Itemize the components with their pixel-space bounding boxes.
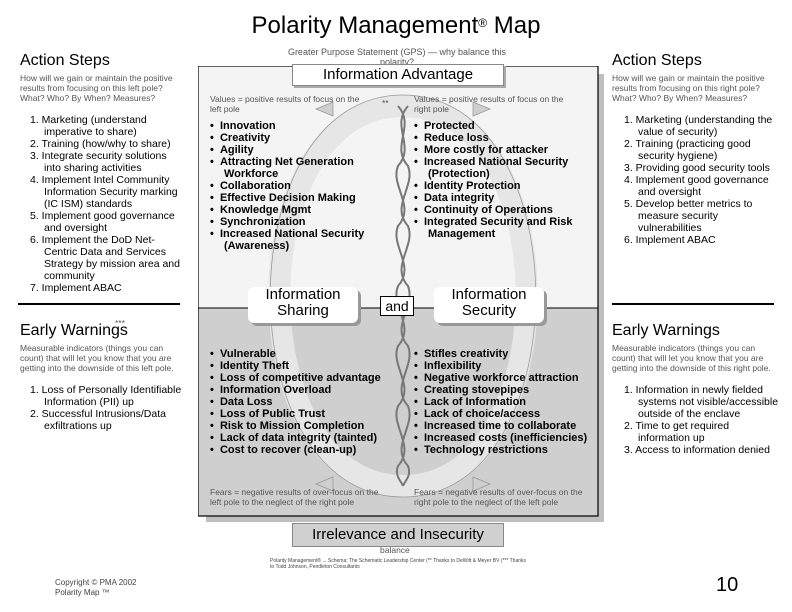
lower-right-fear: • Inflexibility bbox=[414, 360, 604, 372]
page-number: 10 bbox=[716, 574, 738, 597]
lower-right-fear: • Stifles creativity bbox=[414, 348, 604, 360]
right-warn-item: 3. Access to information denied bbox=[612, 444, 780, 456]
lower-left-fear: • Data Loss bbox=[210, 396, 390, 408]
right-warn-list: 1. Information in newly fielded systems … bbox=[612, 384, 780, 456]
lower-right-fear: • Negative workforce attraction bbox=[414, 372, 604, 384]
left-action-question: How will we gain or maintain the positiv… bbox=[20, 73, 185, 103]
title-suffix: Map bbox=[494, 12, 541, 39]
right-action-question: How will we gain or maintain the positiv… bbox=[612, 73, 777, 103]
upper-left-value: • Attracting Net Generation Workforce bbox=[210, 156, 390, 180]
pole-left-label: Information Sharing bbox=[265, 286, 340, 319]
upper-right-value: • Integrated Security and Risk Managemen… bbox=[414, 216, 604, 240]
left-action-mark: *** bbox=[115, 318, 125, 328]
left-action-item: 1. Marketing (understand imperative to s… bbox=[18, 114, 186, 138]
upper-left-heading: Values = positive results of focus on th… bbox=[210, 94, 370, 114]
lower-left-fear: • Loss of competitive advantage bbox=[210, 372, 390, 384]
left-action-item: 2. Training (how/why to share) bbox=[18, 138, 186, 150]
page-title: Polarity Management® Map bbox=[0, 12, 792, 40]
pole-and-label: and bbox=[380, 296, 414, 316]
lower-right-fear: • Lack of Information bbox=[414, 396, 604, 408]
lower-left-fear: • Loss of Public Trust bbox=[210, 408, 390, 420]
left-action-heading: Action Steps bbox=[20, 52, 110, 70]
right-action-item: 5. Develop better metrics to measure sec… bbox=[612, 198, 780, 234]
upper-right-values: • Protected• Reduce loss• More costly fo… bbox=[414, 120, 604, 240]
left-warn-item: 2. Successful Intrusions/Data exfiltrati… bbox=[18, 408, 186, 432]
left-warn-question: Measurable indicators (things you can co… bbox=[20, 343, 185, 373]
lower-left-fears: • Vulnerable• Identity Theft• Loss of co… bbox=[210, 348, 390, 456]
upper-right-value: • Data integrity bbox=[414, 192, 604, 204]
lower-right-fear: • Creating stovepipes bbox=[414, 384, 604, 396]
pole-left-box: Information Sharing bbox=[248, 287, 358, 323]
upper-right-value: • Protected bbox=[414, 120, 604, 132]
lower-right-fear: • Increased costs (inefficiencies) bbox=[414, 432, 604, 444]
lower-left-fear: • Lack of data integrity (tainted) bbox=[210, 432, 390, 444]
left-action-item: 3. Integrate security solutions into sha… bbox=[18, 150, 186, 174]
lower-left-fear: • Cost to recover (clean-up) bbox=[210, 444, 390, 456]
copyright: Copyright © PMA 2002 bbox=[55, 578, 137, 587]
upper-left-value: • Effective Decision Making bbox=[210, 192, 390, 204]
lower-left-fear: • Identity Theft bbox=[210, 360, 390, 372]
pole-right-box: Information Security bbox=[434, 287, 544, 323]
left-warn-list: 1. Loss of Personally Identifiable Infor… bbox=[18, 384, 186, 432]
upper-right-value: • More costly for attacker bbox=[414, 144, 604, 156]
upper-left-value: • Synchronization bbox=[210, 216, 390, 228]
lower-left-fear: • Information Overload bbox=[210, 384, 390, 396]
footnote: Polarity Management® ... Schema: The Sch… bbox=[270, 558, 530, 570]
lower-left-fears-note: Fears = negative results of over-focus o… bbox=[210, 487, 380, 507]
right-action-heading: Action Steps bbox=[612, 52, 702, 70]
upper-right-value: • Identity Protection bbox=[414, 180, 604, 192]
left-action-item: 7. Implement ABAC bbox=[18, 282, 186, 294]
polarity-map-mark: Polarity Map ™ bbox=[55, 588, 110, 597]
upper-right-value: • Increased National Security (Protectio… bbox=[414, 156, 604, 180]
right-action-list: 1. Marketing (understanding the value of… bbox=[612, 114, 780, 246]
left-divider bbox=[18, 303, 180, 305]
upper-left-value: • Collaboration bbox=[210, 180, 390, 192]
lower-right-fears: • Stifles creativity• Inflexibility• Neg… bbox=[414, 348, 604, 456]
pole-right-label: Information Security bbox=[451, 286, 526, 319]
lower-left-fear: • Vulnerable bbox=[210, 348, 390, 360]
right-warn-question: Measurable indicators (things you can co… bbox=[612, 343, 777, 373]
lower-pole-note: balance bbox=[380, 545, 410, 555]
right-action-item: 2. Training (practicing good security hy… bbox=[612, 138, 780, 162]
left-action-item: 6. Implement the DoD Net-Centric Data an… bbox=[18, 234, 186, 282]
upper-left-value: • Creativity bbox=[210, 132, 390, 144]
right-divider bbox=[612, 303, 774, 305]
right-action-item: 3. Providing good security tools bbox=[612, 162, 780, 174]
right-warn-item: 1. Information in newly fielded systems … bbox=[612, 384, 780, 420]
right-warn-heading: Early Warnings bbox=[612, 322, 720, 340]
lower-right-fear: • Increased time to collaborate bbox=[414, 420, 604, 432]
left-action-item: 4. Implement Intel Community Information… bbox=[18, 174, 186, 210]
upper-left-value: • Increased National Security (Awareness… bbox=[210, 228, 390, 252]
upper-left-values: • Innovation• Creativity• Agility• Attra… bbox=[210, 120, 390, 252]
lower-pole-label: Irrelevance and Insecurity bbox=[292, 523, 504, 547]
upper-left-mark: ** bbox=[382, 98, 389, 108]
upper-left-value: • Innovation bbox=[210, 120, 390, 132]
title-text: Polarity Management bbox=[252, 12, 479, 39]
right-action-item: 6. Implement ABAC bbox=[612, 234, 780, 246]
lower-right-fear: • Lack of choice/access bbox=[414, 408, 604, 420]
lower-left-fear: • Risk to Mission Completion bbox=[210, 420, 390, 432]
right-action-item: 1. Marketing (understanding the value of… bbox=[612, 114, 780, 138]
left-action-item: 5. Implement good governance and oversig… bbox=[18, 210, 186, 234]
upper-left-value: • Knowledge Mgmt bbox=[210, 204, 390, 216]
upper-right-value: • Reduce loss bbox=[414, 132, 604, 144]
right-action-item: 4. Implement good governance and oversig… bbox=[612, 174, 780, 198]
right-warn-item: 2. Time to get required information up bbox=[612, 420, 780, 444]
left-warn-item: 1. Loss of Personally Identifiable Infor… bbox=[18, 384, 186, 408]
upper-left-value: • Agility bbox=[210, 144, 390, 156]
title-mark: ® bbox=[478, 16, 487, 30]
upper-right-value: • Continuity of Operations bbox=[414, 204, 604, 216]
left-action-list: 1. Marketing (understand imperative to s… bbox=[18, 114, 186, 294]
upper-pole-label: Information Advantage bbox=[292, 64, 504, 86]
upper-right-heading: Values = positive results of focus on th… bbox=[414, 94, 574, 114]
lower-right-fear: • Technology restrictions bbox=[414, 444, 604, 456]
lower-right-fears-note: Fears = negative results of over-focus o… bbox=[414, 487, 584, 507]
left-warn-heading: Early Warnings bbox=[20, 322, 128, 340]
